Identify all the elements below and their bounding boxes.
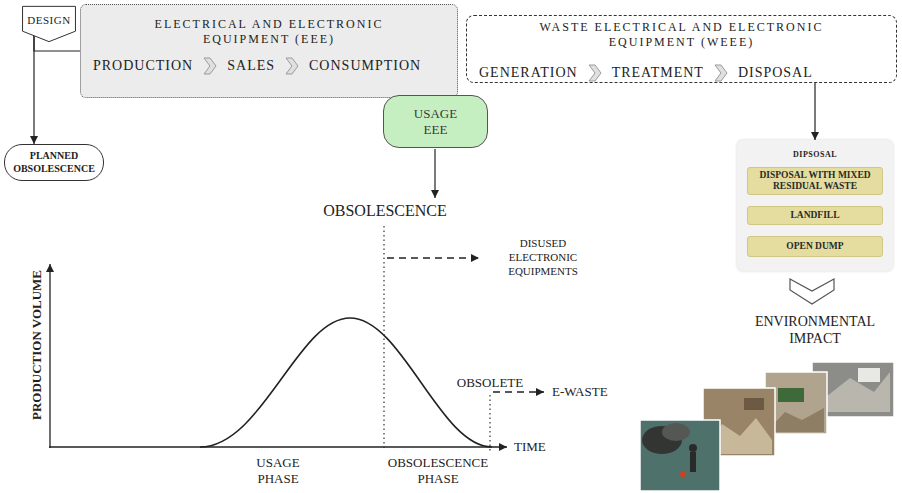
disposal-bar: LANDFILL	[747, 206, 883, 225]
stage-label: GENERATION	[479, 65, 578, 81]
chart-label: USAGE PHASE	[238, 455, 318, 487]
photo-detail	[858, 368, 880, 382]
photo-detail	[690, 452, 696, 472]
y-axis	[49, 264, 50, 448]
chevron-separator	[588, 64, 602, 82]
usage-arrow	[434, 149, 435, 198]
chart-label: TIME	[514, 439, 546, 454]
photo-detail	[689, 444, 697, 452]
connector	[33, 36, 34, 144]
photo-detail	[662, 423, 690, 441]
box-label: LANDFILL	[790, 210, 839, 221]
stage-group: WASTE ELECTRICAL AND ELECTRONIC EQUIPMEN…	[466, 15, 897, 83]
box-label: DISPOSAL WITH MIXED RESIDUAL WASTE	[752, 170, 878, 192]
disposal-bar: DISPOSAL WITH MIXED RESIDUAL WASTE	[747, 167, 883, 195]
chart-label: DISUSED ELECTRONIC EQUIPMENTS	[495, 236, 591, 278]
dashed-arrow	[493, 391, 544, 393]
photo-detail	[680, 471, 686, 477]
connector	[814, 83, 815, 140]
stage-group: ELECTRICAL AND ELECTRONIC EQUIPMENT (EEE…	[80, 4, 458, 98]
chart-label: E-WASTE	[552, 384, 608, 399]
phase-line	[383, 226, 384, 451]
chevron-separator	[203, 57, 217, 75]
chart-label: OBSOLESCENCE PHASE	[382, 455, 494, 487]
dashed-arrow	[387, 257, 479, 259]
chevron-shape	[715, 65, 727, 81]
chevron-separator	[714, 64, 728, 82]
chart-label: OBSOLESCENCE	[310, 202, 460, 220]
photo-detail	[768, 408, 824, 432]
photo-detail	[778, 388, 804, 402]
box-label: DIPSOSAL	[747, 150, 883, 159]
group-heading: ELECTRICAL AND ELECTRONIC EQUIPMENT (EEE…	[124, 17, 414, 47]
box-label: DESIGN	[27, 14, 70, 26]
chart-label: PRODUCTION VOLUME	[30, 270, 43, 420]
disposal-panel: DIPSOSAL DISPOSAL WITH MIXED RESIDUAL WAS…	[737, 140, 893, 271]
box-label: PLANNED OBSOLESCENCE	[10, 150, 98, 175]
phase-line	[489, 395, 490, 451]
stage-label: PRODUCTION	[93, 58, 193, 74]
box-label: OPEN DUMP	[786, 241, 843, 252]
box-label: USAGE EEE	[401, 106, 471, 137]
photo	[640, 420, 720, 491]
photo-collage	[640, 362, 894, 491]
photo-detail	[744, 398, 764, 410]
disposal-bar: OPEN DUMP	[747, 236, 883, 257]
stage-label: CONSUMPTION	[309, 58, 421, 74]
usage-pill: USAGE EEE	[383, 95, 488, 148]
production-curve	[200, 318, 492, 447]
chevron-shape	[204, 58, 216, 74]
down-chevron	[790, 279, 834, 304]
rounded-box: PLANNED OBSOLESCENCE	[4, 144, 104, 181]
stage-row: GENERATION TREATMENT DISPOSAL	[479, 64, 813, 82]
chart-label: ENVIRONMENTAL IMPACT	[745, 313, 885, 347]
chart-label: OBSOLETE	[445, 375, 535, 390]
x-axis	[49, 446, 507, 447]
chevron-shape	[589, 65, 601, 81]
design-banner: DESIGN	[22, 6, 76, 42]
group-heading: WASTE ELECTRICAL AND ELECTRONIC EQUIPMEN…	[512, 20, 852, 50]
stage-label: TREATMENT	[612, 65, 704, 81]
stage-label: SALES	[227, 58, 275, 74]
stage-row: PRODUCTION SALES CONSUMPTION	[93, 57, 421, 75]
stage-label: DISPOSAL	[738, 65, 813, 81]
banner-shape	[23, 6, 76, 41]
chevron-separator	[285, 57, 299, 75]
chevron-shape	[286, 58, 298, 74]
